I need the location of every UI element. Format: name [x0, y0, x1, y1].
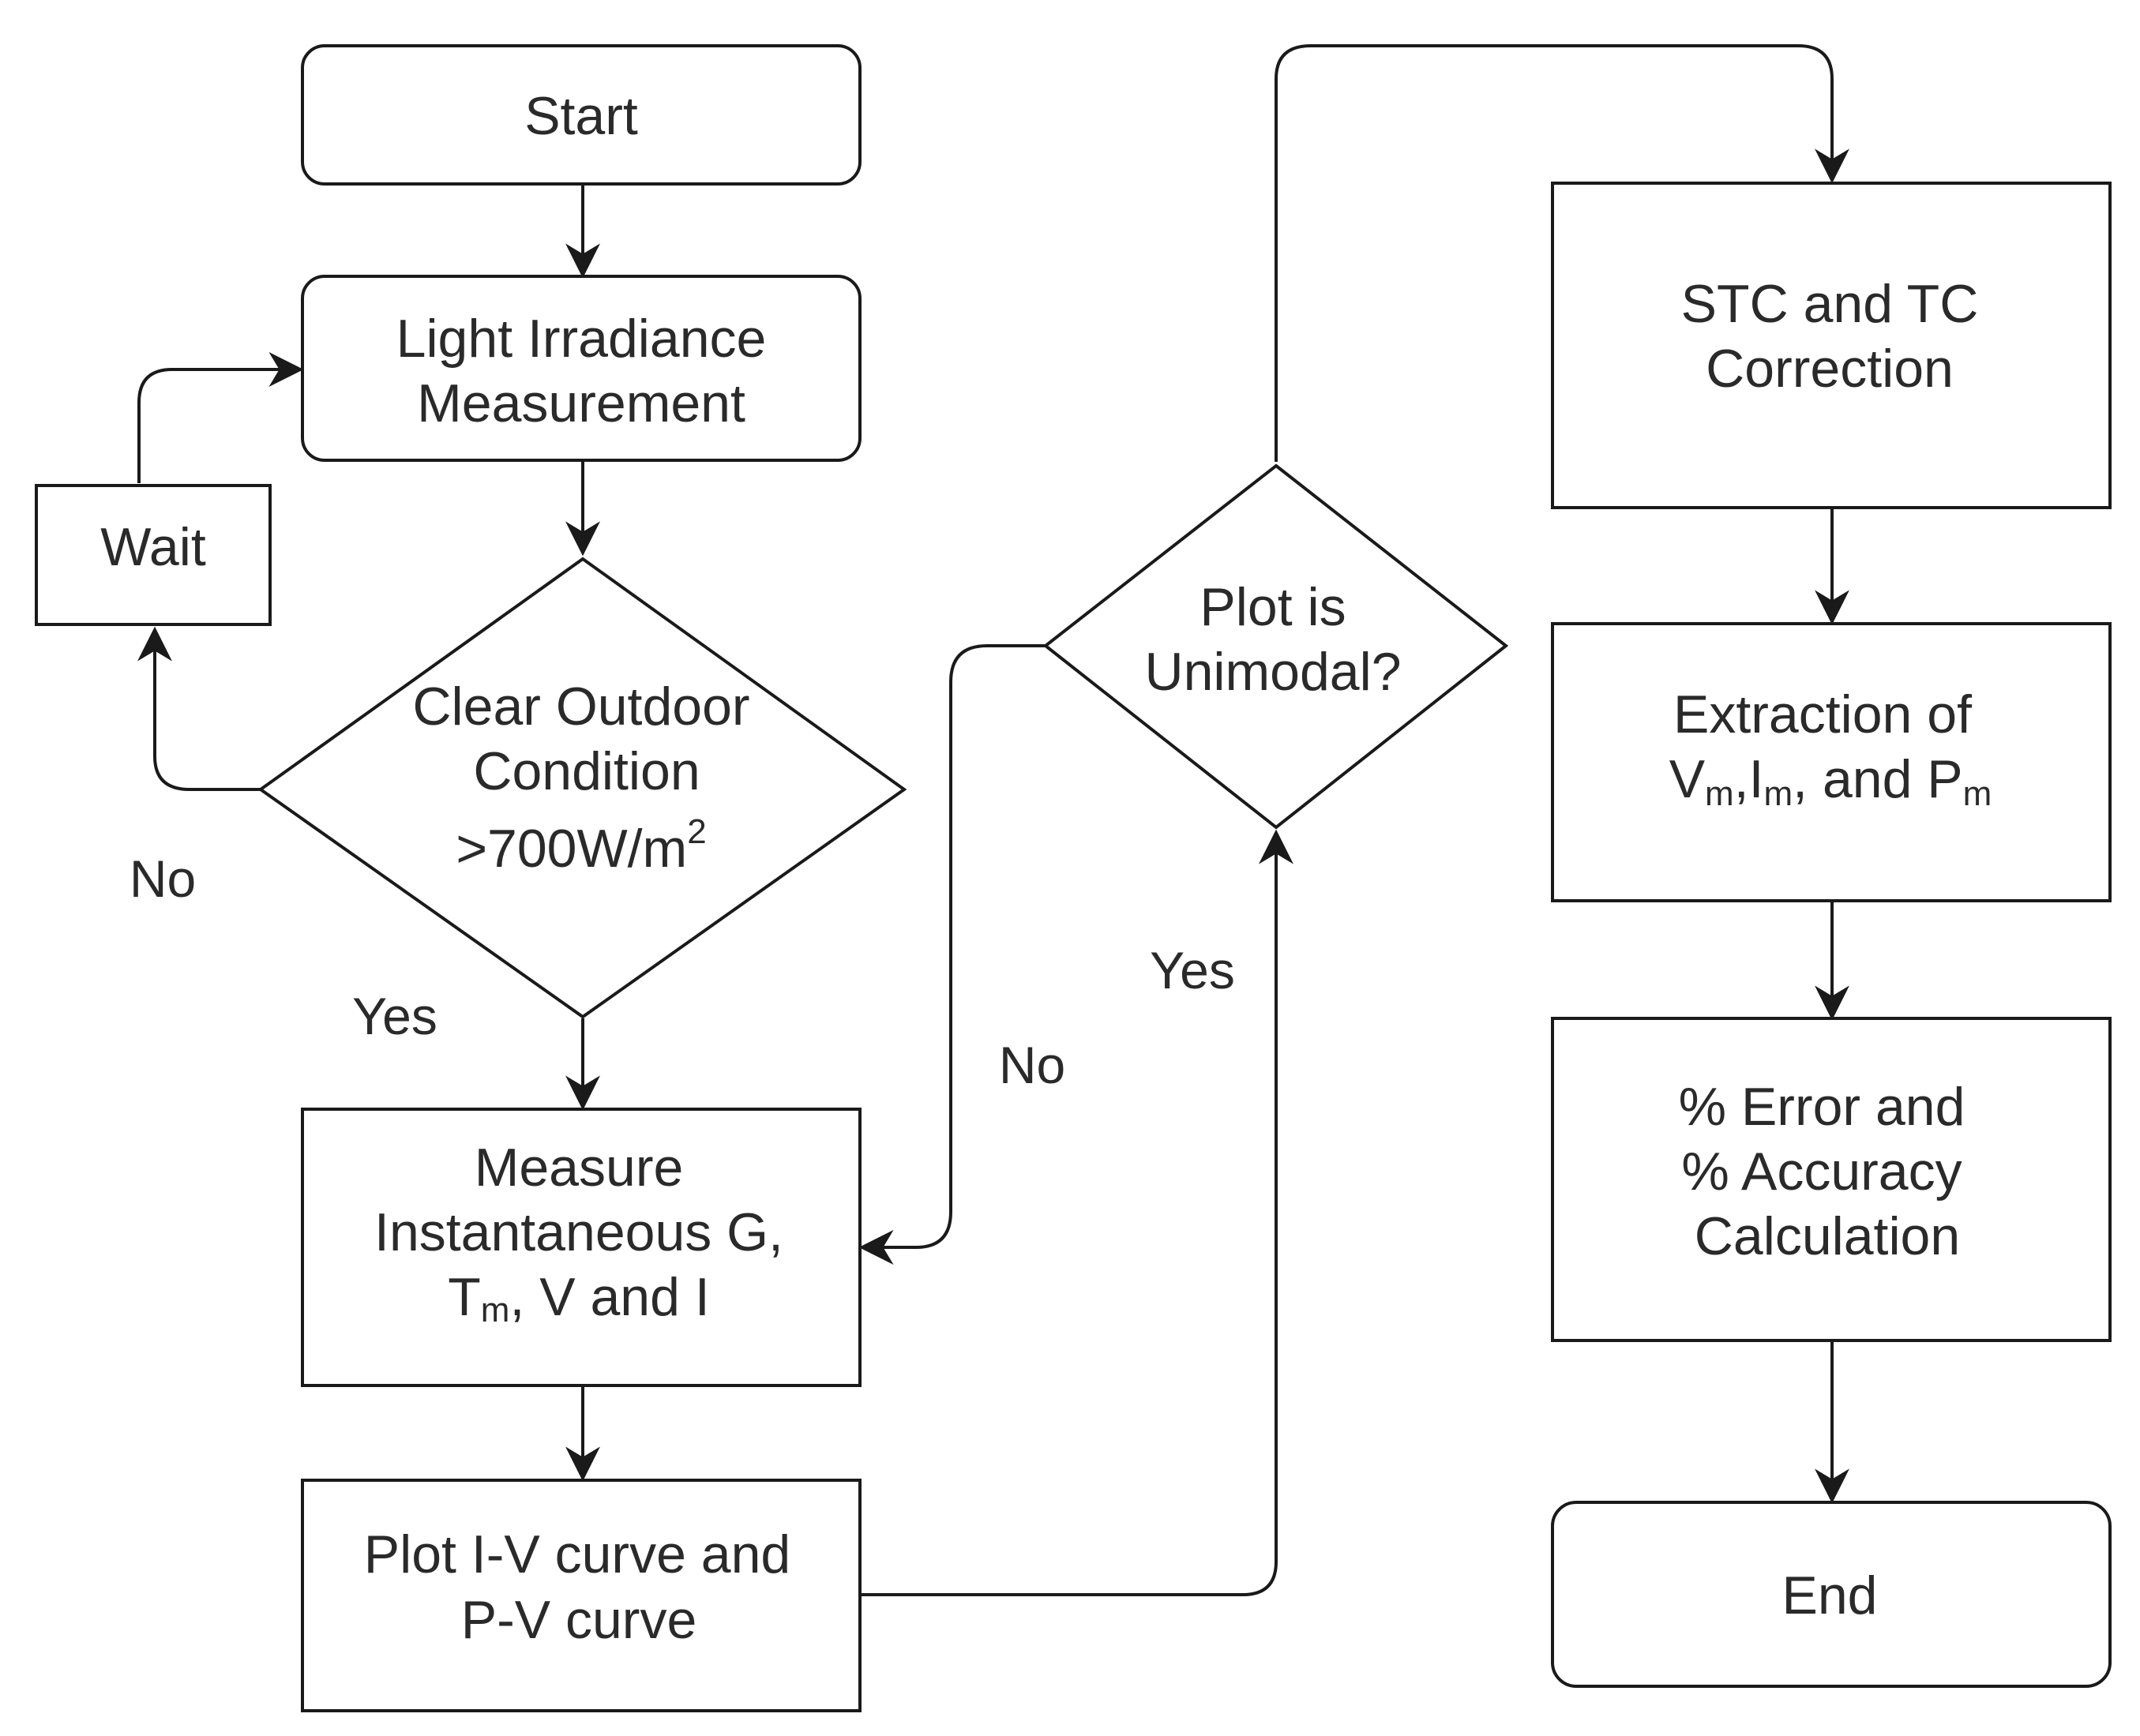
clear-label-line3: >700W/m2 — [456, 812, 706, 879]
measure-node: Measure Instantaneous G, Tm, V and I — [301, 1108, 862, 1387]
plot-curves-node: Plot I-V curve and P-V curve — [301, 1479, 862, 1712]
clear-condition-decision: Clear Outdoor Condition >700W/m2 — [257, 557, 907, 1019]
extraction-i: ,I — [1734, 749, 1764, 809]
extraction-label-line2: Vm,Im, and Pm — [1669, 749, 1992, 813]
extraction-label-line1: Extraction of — [1673, 684, 1972, 744]
error-label-line3: Calculation — [1695, 1206, 1960, 1266]
edge-label-clear-no: No — [130, 849, 196, 908]
measure-rest: , V and I — [509, 1267, 709, 1327]
edge-wait-to-light — [137, 352, 304, 483]
measure-label-line1: Measure — [475, 1138, 684, 1198]
unimodal-label-line1: Plot is — [1200, 577, 1346, 637]
measure-label-line2: Instantaneous G, — [374, 1202, 783, 1262]
edge-label-clear-yes: Yes — [352, 987, 437, 1045]
measure-label-line3: Tm, V and I — [448, 1267, 709, 1329]
extraction-v: V — [1669, 749, 1706, 809]
wait-label: Wait — [100, 517, 206, 577]
extraction-p-sub: m — [1963, 774, 1992, 813]
end-label: End — [1782, 1565, 1878, 1625]
extraction-node: Extraction of Vm,Im, and Pm — [1551, 622, 2112, 902]
light-irradiance-node: Light Irradiance Measurement — [301, 275, 862, 462]
stc-correction-node: STC and TC Correction — [1551, 182, 2112, 509]
light-label-line1: Light Irradiance — [396, 309, 767, 369]
edge-label-unimodal-no: No — [999, 1036, 1065, 1094]
unimodal-label-line2: Unimodal? — [1144, 642, 1401, 702]
error-accuracy-node: % Error and % Accuracy Calculation — [1551, 1017, 2112, 1342]
plot-label-line2: P-V curve — [461, 1590, 697, 1650]
edge-clear-no-to-wait — [137, 626, 261, 791]
edge-unimodal-no-to-measure — [858, 644, 1046, 1265]
wait-node: Wait — [35, 484, 272, 626]
extraction-v-sub: m — [1705, 774, 1734, 813]
edge-unimodal-yes-to-stc — [1275, 44, 1849, 462]
clear-label-line2: Condition — [473, 741, 700, 801]
start-label: Start — [524, 86, 638, 146]
error-label-line2: % Accuracy — [1681, 1142, 1962, 1202]
plot-label-line1: Plot I-V curve and — [364, 1524, 790, 1584]
measure-t-sub: m — [481, 1291, 510, 1329]
end-node: End — [1551, 1501, 2112, 1688]
stc-label-line2: Correction — [1706, 339, 1954, 399]
measure-t: T — [448, 1267, 481, 1327]
clear-threshold: >700W/m — [456, 819, 687, 879]
extraction-i-sub: m — [1764, 774, 1793, 813]
error-label-line1: % Error and — [1679, 1077, 1965, 1137]
edge-label-unimodal-yes: Yes — [1150, 941, 1235, 999]
edge-plot-to-unimodal — [861, 829, 1293, 1596]
light-label-line2: Measurement — [417, 373, 745, 433]
extraction-p: , and P — [1793, 749, 1963, 809]
clear-label-line1: Clear Outdoor — [412, 677, 749, 737]
unimodal-decision: Plot is Unimodal? — [1042, 463, 1509, 830]
clear-threshold-sup: 2 — [687, 812, 706, 851]
start-node: Start — [301, 44, 862, 186]
stc-label-line1: STC and TC — [1681, 274, 1979, 334]
